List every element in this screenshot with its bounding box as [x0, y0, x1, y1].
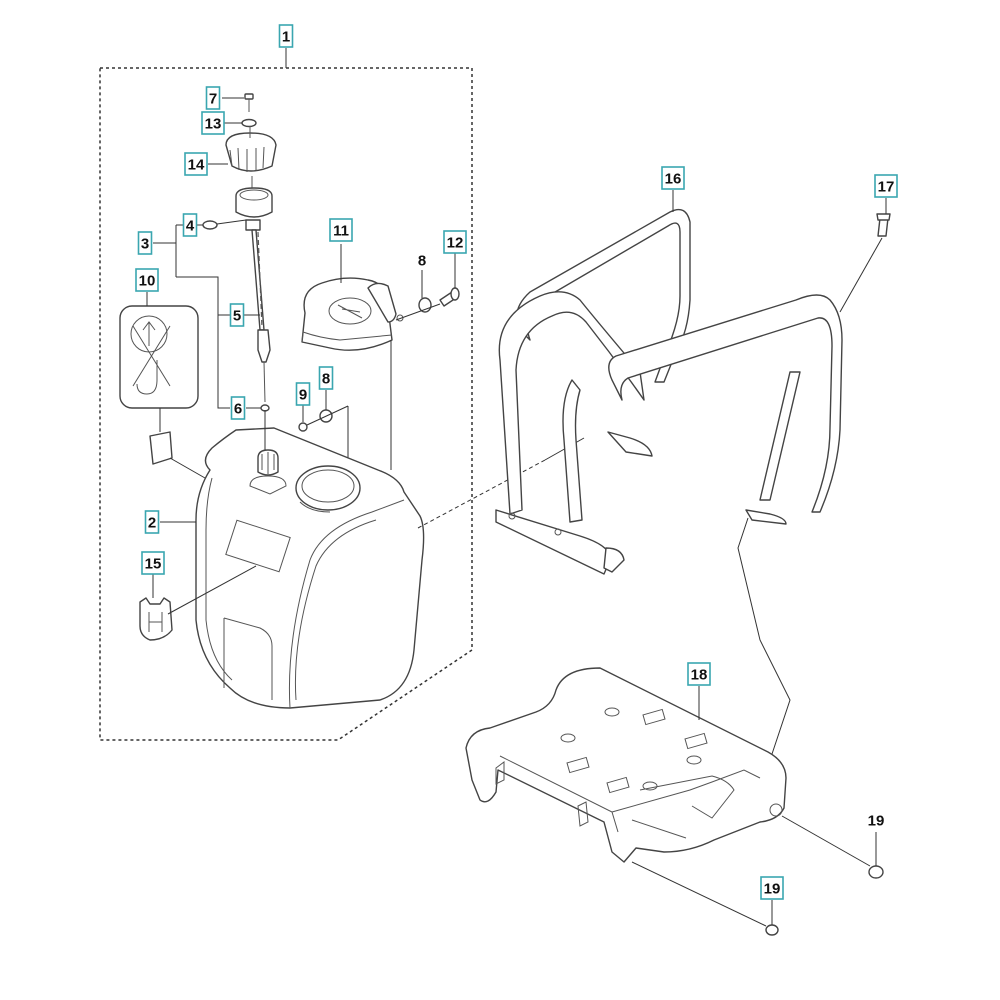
leader-15-label: [167, 565, 257, 615]
callout-washer-lower[interactable]: 8: [318, 366, 334, 390]
callout-box: [201, 111, 225, 135]
filler-neck: [235, 187, 273, 231]
callout-screw[interactable]: 7: [205, 86, 221, 110]
leader-4a: [216, 219, 247, 225]
callout-box: [135, 268, 159, 292]
callout-number: 9: [299, 387, 307, 404]
nut-9: [298, 422, 308, 432]
callout-number: 17: [878, 179, 895, 196]
callout-box: [318, 366, 334, 390]
alignment-line-guard-base: [737, 517, 791, 761]
callout-number: 13: [205, 116, 222, 133]
callout-number: 3: [141, 236, 149, 253]
callout-base-plate[interactable]: 18: [687, 662, 711, 686]
axis-17: [839, 237, 883, 313]
callout-box: [205, 86, 221, 110]
base-plate-18: [465, 667, 787, 863]
frame-guard-16: [495, 208, 843, 575]
frame-bolt-17: [876, 213, 891, 237]
callout-tank-cover[interactable]: 11: [329, 218, 353, 242]
fuel-cap-14: [225, 126, 277, 188]
callout-o-ring[interactable]: 4: [182, 213, 198, 237]
callout-nut[interactable]: 9: [295, 382, 311, 406]
callout-number: 1: [282, 29, 290, 46]
o-ring-4: [202, 220, 218, 230]
callout-box: [230, 396, 246, 420]
callout-fuel-tank[interactable]: 2: [144, 510, 160, 534]
callout-number: 4: [186, 218, 195, 235]
callout-number: 2: [148, 515, 156, 532]
axis-19-bottom: [631, 861, 767, 927]
callout-washer-bottom[interactable]: 19: [760, 876, 784, 900]
axis-9: [306, 405, 349, 426]
bracket-3-to-6: [217, 315, 230, 409]
decal-sticker: [149, 431, 173, 465]
callout-number: 6: [234, 401, 242, 418]
callout-box: [182, 213, 198, 237]
axis-19-right: [781, 815, 871, 867]
callout-box: [760, 876, 784, 900]
callout-box: [137, 231, 153, 255]
callout-box: [661, 166, 685, 190]
axis-12: [395, 303, 441, 321]
callout-number: 14: [188, 157, 205, 174]
screw-7: [244, 93, 254, 112]
callout-number: 19: [764, 881, 781, 898]
callout-fuel-filter-washer[interactable]: 6: [230, 396, 246, 420]
alignment-line-tank-frame: [417, 459, 546, 529]
tank-cover-11: [301, 277, 404, 351]
callout-number: 19: [868, 813, 885, 830]
seal-washer-13: [241, 118, 257, 128]
callout-frame-guard[interactable]: 16: [661, 166, 685, 190]
callout-seal-washer[interactable]: 13: [201, 111, 225, 135]
callout-box: [278, 24, 294, 48]
callout-box: [443, 230, 467, 254]
callout-washer-right[interactable]: 19: [868, 813, 885, 830]
callout-frame-bolt[interactable]: 17: [874, 174, 898, 198]
fuel-hose-5: [251, 229, 271, 403]
callout-number: 10: [139, 273, 156, 290]
callout-box: [184, 152, 208, 176]
callout-number: 15: [145, 556, 162, 573]
callout-box: [687, 662, 711, 686]
callout-number: 11: [333, 223, 349, 240]
callout-bolt[interactable]: 12: [443, 230, 467, 254]
callout-number: 8: [418, 253, 426, 270]
callout-number: 12: [447, 235, 464, 252]
assembly-boundary: [99, 67, 473, 741]
callout-fuel-cap[interactable]: 14: [184, 152, 208, 176]
bolt-12: [439, 287, 460, 307]
callout-number: 5: [233, 308, 241, 325]
callout-number: 18: [691, 667, 708, 684]
callout-logo-badge[interactable]: 15: [141, 551, 165, 575]
washer-19-right: [868, 865, 884, 879]
callout-fuel-hose[interactable]: 5: [229, 303, 245, 327]
bracket-3-lower: [176, 276, 230, 316]
callout-box: [229, 303, 245, 327]
leader-sticker: [169, 457, 206, 479]
callout-number: 8: [322, 371, 330, 388]
washer-19-bottom: [765, 924, 779, 936]
callout-fuel-tank-assembly-kit[interactable]: 1: [278, 24, 294, 48]
callout-box: [141, 551, 165, 575]
fuel-tank-2: [195, 427, 425, 709]
warning-decal-10: [119, 305, 199, 409]
callout-number: 16: [665, 171, 682, 188]
callout-warning-decal[interactable]: 10: [135, 268, 159, 292]
callout-box: [144, 510, 160, 534]
callout-box: [874, 174, 898, 198]
callout-box: [295, 382, 311, 406]
callout-box: [329, 218, 353, 242]
logo-badge-15: [139, 597, 173, 641]
callout-washer-upper[interactable]: 8: [418, 253, 426, 270]
callout-fuel-pickup-kit[interactable]: 3: [137, 231, 153, 255]
callout-number: 7: [209, 91, 217, 108]
